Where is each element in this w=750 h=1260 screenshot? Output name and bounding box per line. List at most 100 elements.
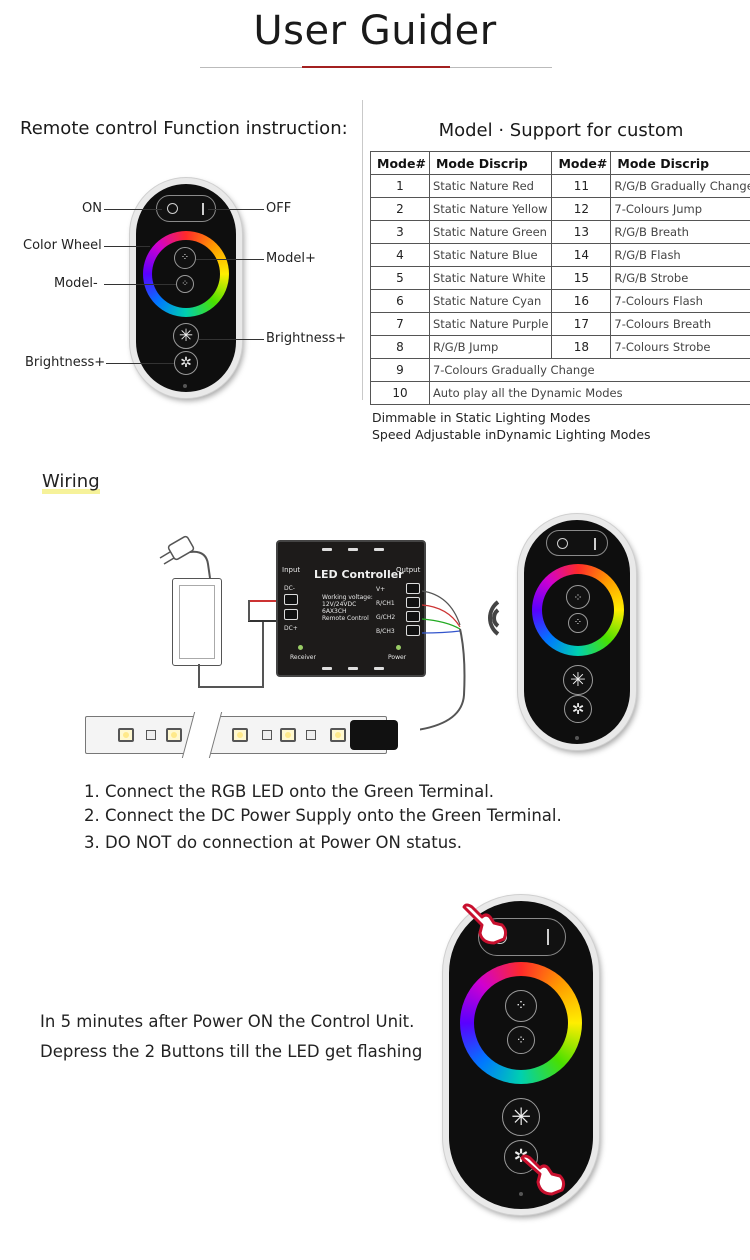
table-header-row: Mode# Mode Discrip Mode# Mode Discrip	[370, 151, 750, 175]
mode-number: 3	[370, 220, 430, 244]
adapter-cable	[198, 664, 200, 688]
mode-number: 4	[370, 243, 430, 267]
model-plus-button[interactable]: ⁘	[505, 990, 537, 1022]
off-button-icon	[547, 929, 549, 945]
mode-number: 18	[551, 335, 612, 359]
mode-description: 7-Colours Jump	[610, 197, 750, 221]
spec-line: Working voltage:	[322, 594, 373, 601]
indicator-dot	[183, 384, 187, 388]
power-led	[396, 645, 401, 650]
wiring-heading: Wiring	[42, 471, 100, 492]
indicator-dot	[519, 1192, 523, 1196]
mode-number: 10	[370, 381, 430, 405]
wireless-signal-icon	[488, 600, 500, 636]
receiver-led	[298, 645, 303, 650]
pairing-line-2: Depress the 2 Buttons till the LED get f…	[40, 1042, 423, 1061]
receiver-label: Receiver	[290, 654, 316, 661]
mode-description: Static Nature Cyan	[428, 289, 553, 313]
dc-wire	[248, 600, 250, 621]
mode-number: 15	[551, 266, 612, 290]
model-heading: Model · Support for custom	[438, 120, 684, 141]
page-title: User Guider	[253, 8, 497, 54]
spec-line: 6AX3CH	[322, 608, 347, 615]
output-terminal	[406, 611, 420, 622]
output-terminal	[406, 625, 420, 636]
mode-number: 5	[370, 266, 430, 290]
mode-description: 7-Colours Breath	[610, 312, 750, 336]
mode-description: Static Nature Green	[428, 220, 553, 244]
model-minus-button[interactable]: ⁘	[507, 1026, 535, 1054]
mode-description: Static Nature Red	[428, 174, 553, 198]
remote-function-heading: Remote control Function instruction:	[20, 118, 348, 139]
note-speed: Speed Adjustable inDynamic Lighting Mode…	[372, 427, 651, 442]
mode-number: 2	[370, 197, 430, 221]
brightness-icon: ✳	[570, 668, 586, 691]
model-plus-button[interactable]: ⁘	[566, 585, 590, 609]
vent-slot	[322, 548, 332, 551]
indicator-dot	[575, 736, 579, 740]
note-dimmable: Dimmable in Static Lighting Modes	[372, 410, 591, 425]
brightness-plus-button[interactable]: ✳	[563, 665, 593, 695]
dots-icon: ⁘	[180, 252, 190, 263]
led-chip	[280, 728, 296, 742]
callout-line	[104, 246, 150, 247]
mode-number: 1	[370, 174, 430, 198]
input-terminal	[284, 609, 298, 620]
brightness-icon: ✳	[510, 1103, 532, 1131]
input-terminal	[284, 594, 298, 605]
callout-on: ON	[82, 201, 102, 216]
channel-label: R/CH1	[376, 600, 395, 607]
led-controller: Input Output LED Controller DC- DC+ Work…	[276, 540, 426, 677]
section-divider	[362, 100, 363, 400]
mode-number: 14	[551, 243, 612, 267]
channel-label: G/CH2	[376, 614, 396, 621]
vent-slot	[322, 667, 332, 670]
on-off-switch[interactable]	[156, 195, 216, 222]
off-button-icon	[202, 203, 204, 215]
title-accent-line	[302, 66, 450, 68]
model-minus-button[interactable]: ⁘	[176, 275, 194, 293]
brightness-minus-button[interactable]: ✲	[174, 351, 198, 375]
brightness-minus-button[interactable]: ✲	[564, 695, 592, 723]
on-button-icon	[167, 203, 178, 214]
spec-line: Remote Control	[322, 615, 369, 622]
vent-slot	[348, 548, 358, 551]
mode-description: Static Nature White	[428, 266, 553, 290]
column-header: Mode#	[370, 151, 430, 175]
resistor	[306, 730, 316, 740]
brightness-plus-button[interactable]: ✳	[173, 323, 199, 349]
mode-number: 7	[370, 312, 430, 336]
input-label: Input	[282, 566, 301, 574]
dots-icon: ⁘	[515, 998, 527, 1014]
pairing-line-1: In 5 minutes after Power ON the Control …	[40, 1012, 415, 1031]
dc-wire-red	[248, 600, 278, 602]
brightness-plus-button[interactable]: ✳	[502, 1098, 540, 1136]
mode-number: 13	[551, 220, 612, 244]
instruction-2: 2. Connect the DC Power Supply onto the …	[84, 806, 562, 825]
led-chip	[330, 728, 346, 742]
column-header: Mode Discrip	[610, 151, 750, 175]
controller-title: LED Controller	[314, 568, 404, 581]
dc-plus-label: DC+	[284, 625, 298, 632]
dots-icon: ⁘	[181, 278, 189, 289]
on-off-switch[interactable]	[546, 530, 608, 556]
spec-line: 12V/24VDC	[322, 601, 357, 608]
mode-description: Static Nature Blue	[428, 243, 553, 267]
model-plus-button[interactable]: ⁘	[174, 247, 196, 269]
led-chip	[166, 728, 182, 742]
vent-slot	[374, 548, 384, 551]
brightness-icon: ✳	[178, 325, 194, 346]
power-adapter	[172, 578, 222, 666]
callout-line	[106, 363, 174, 364]
output-wires	[420, 590, 466, 731]
model-minus-button[interactable]: ⁘	[568, 613, 588, 633]
power-label: Power	[388, 654, 407, 661]
callout-model-plus: Model+	[266, 251, 316, 266]
dc-minus-label: DC-	[284, 585, 295, 592]
callout-color-wheel: Color Wheel	[23, 238, 102, 253]
